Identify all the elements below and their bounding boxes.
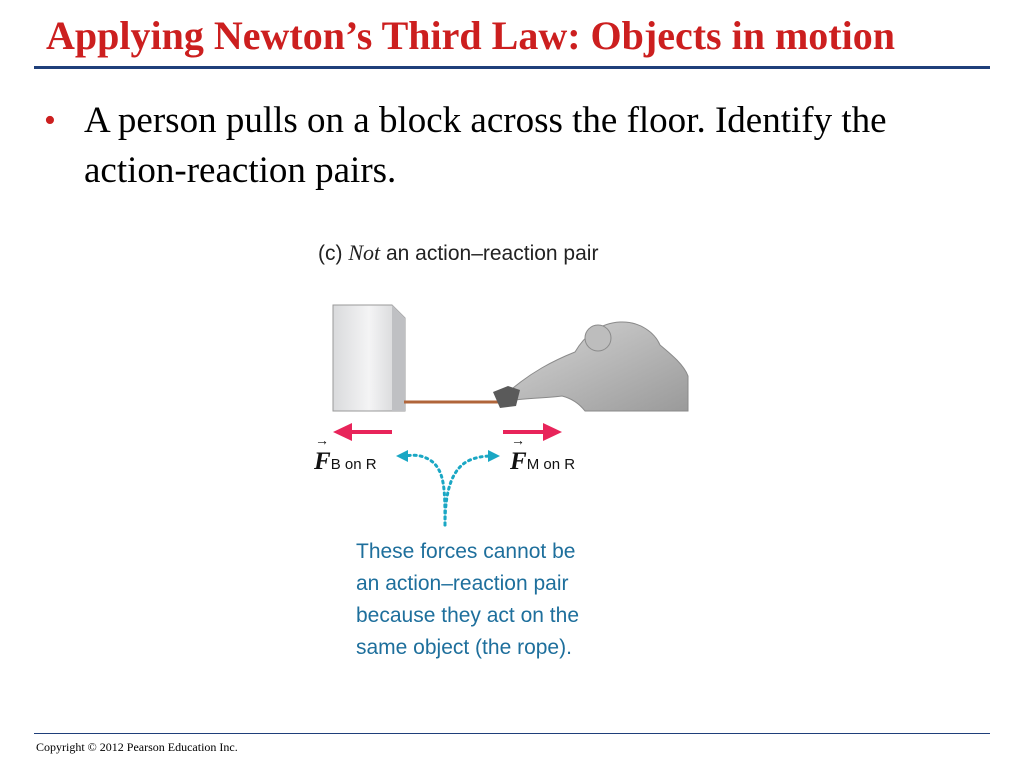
title-divider bbox=[34, 66, 990, 69]
copyright-text: Copyright © 2012 Pearson Education Inc. bbox=[36, 740, 238, 754]
force-subscript: M on R bbox=[526, 456, 576, 473]
note-line: These forces cannot be bbox=[356, 540, 576, 563]
force-symbol: →F bbox=[314, 434, 331, 475]
note-line: same object (the rope). bbox=[356, 636, 572, 659]
force-label-b-on-r: →FB on R bbox=[314, 434, 377, 476]
bullet-marker: • bbox=[44, 102, 56, 139]
slide-title: Applying Newton’s Third Law: Objects in … bbox=[46, 13, 895, 58]
explanation-note: These forces cannot be an action–reactio… bbox=[356, 536, 579, 664]
force-label-m-on-r: →FM on R bbox=[510, 434, 576, 476]
caption-part-label: (c) bbox=[318, 242, 343, 265]
note-line: because they act on the bbox=[356, 604, 579, 627]
figure-caption: (c) Not an action–reaction pair bbox=[318, 240, 598, 266]
force-symbol: →F bbox=[510, 434, 527, 475]
force-subscript: B on R bbox=[330, 456, 377, 473]
dotted-arrowhead-right bbox=[488, 450, 500, 462]
caption-emphasis: Not bbox=[348, 240, 381, 265]
vector-arrow-mark: → bbox=[315, 434, 329, 449]
force-arrow-left bbox=[333, 423, 392, 441]
block-shape bbox=[332, 304, 406, 412]
bullet-text: A person pulls on a block across the flo… bbox=[84, 100, 887, 191]
bullet-item: • A person pulls on a block across the f… bbox=[44, 96, 984, 196]
vector-arrow-mark: → bbox=[511, 434, 525, 449]
note-line: an action–reaction pair bbox=[356, 572, 569, 595]
dotted-connector-arrow bbox=[402, 453, 496, 527]
caption-rest: an action–reaction pair bbox=[380, 242, 599, 265]
person-illustration bbox=[493, 321, 689, 412]
footer-divider bbox=[34, 733, 990, 734]
dotted-arrowhead-left bbox=[396, 450, 408, 462]
force-arrow-right bbox=[503, 423, 562, 441]
